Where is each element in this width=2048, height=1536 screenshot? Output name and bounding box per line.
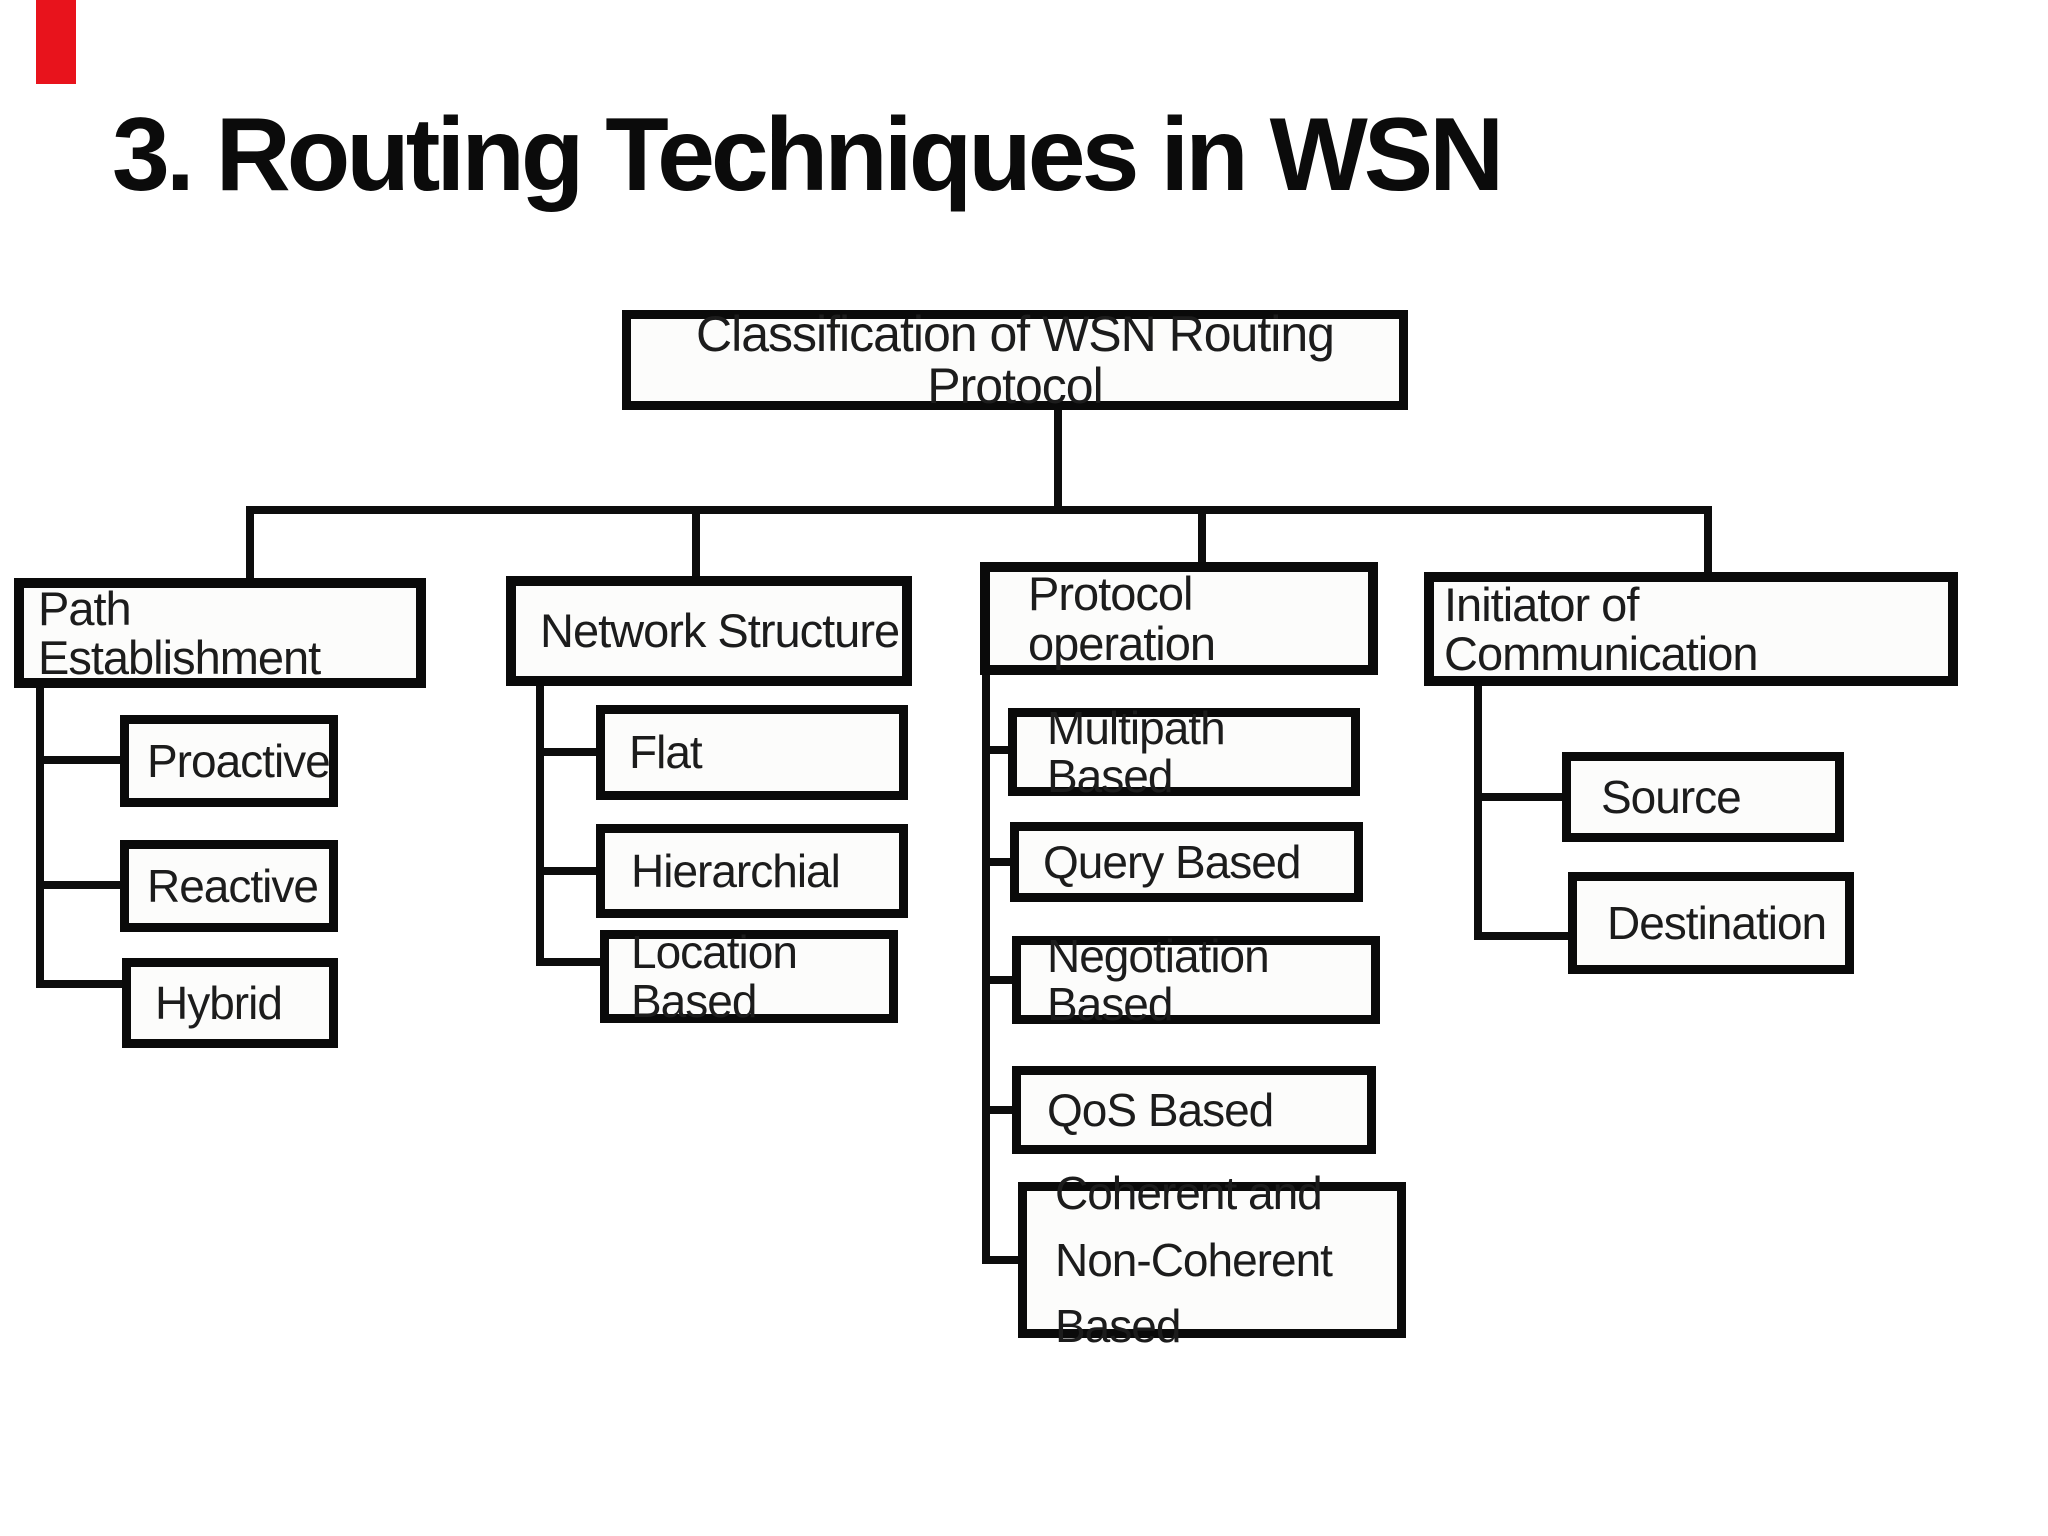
connector-stub-hybrid: [36, 980, 124, 988]
connector-stub-source: [1474, 793, 1570, 801]
connector-spine-protocol-operation: [982, 672, 990, 1264]
child-label: Hybrid: [155, 976, 283, 1029]
connector-trunk: [246, 506, 1712, 514]
child-label: Reactive: [147, 859, 319, 912]
child-destination: Destination: [1568, 872, 1854, 974]
child-label: Coherent and Non-Coherent Based: [1055, 1166, 1333, 1353]
child-qos-based: QoS Based: [1012, 1066, 1376, 1154]
root-box-label: Classification of WSN Routing Protocol: [696, 305, 1335, 414]
connector-stub-hierarchial: [536, 867, 598, 875]
branch-label: Initiator of Communication: [1444, 577, 1759, 680]
slide-title: 3. Routing Techniques in WSN: [112, 97, 1504, 213]
connector-stub-proactive: [36, 756, 122, 764]
branch-protocol-operation: Protocol operation: [980, 562, 1378, 675]
child-label: Proactive: [147, 734, 331, 787]
connector-spine-network-structure: [536, 682, 544, 966]
branch-label: Protocol operation: [1028, 567, 1216, 670]
branch-path-establishment: Path Establishment: [14, 578, 426, 688]
child-source: Source: [1562, 752, 1844, 842]
branch-label: Path Establishment: [38, 581, 321, 684]
child-hierarchial: Hierarchial: [596, 824, 908, 918]
connector-stub-initiator: [1704, 506, 1712, 576]
connector-spine-path-establishment: [36, 684, 44, 988]
child-label: Hierarchial: [631, 844, 841, 897]
child-negotiation-based: Negotiation Based: [1012, 932, 1380, 1028]
child-hybrid: Hybrid: [122, 958, 338, 1048]
child-label: Destination: [1607, 896, 1827, 949]
child-location-based: Location Based: [600, 926, 898, 1027]
branch-label: Network Structure: [540, 604, 900, 658]
child-label: Query Based: [1043, 835, 1301, 888]
child-query-based: Query Based: [1010, 822, 1363, 902]
branch-network-structure: Network Structure: [506, 576, 912, 686]
child-label: Source: [1601, 770, 1742, 823]
connector-stub-location-based: [536, 958, 602, 966]
branch-initiator-of-communication: Initiator of Communication: [1424, 572, 1958, 686]
child-reactive: Reactive: [120, 840, 338, 932]
connector-stub-path-establishment: [246, 506, 254, 582]
child-label: Negotiation Based: [1047, 929, 1270, 1030]
child-label: Location Based: [631, 926, 798, 1027]
connector-stub-reactive: [36, 881, 122, 889]
connector-stub-network-structure: [692, 506, 700, 580]
child-label: QoS Based: [1047, 1083, 1274, 1136]
child-label: Multipath Based: [1047, 701, 1226, 802]
connector-stub-flat: [536, 748, 598, 756]
child-coherent-based: Coherent and Non-Coherent Based: [1018, 1167, 1406, 1352]
connector-stub-protocol-operation: [1198, 506, 1206, 568]
child-multipath-based: Multipath Based: [1008, 704, 1360, 800]
red-accent-bar: [36, 0, 76, 84]
connector-stub-destination: [1474, 932, 1574, 940]
connector-root-drop: [1054, 405, 1062, 512]
connector-spine-initiator: [1474, 686, 1482, 940]
child-proactive: Proactive: [120, 715, 338, 807]
child-label: Flat: [629, 726, 703, 779]
child-flat: Flat: [596, 705, 908, 800]
root-box: Classification of WSN Routing Protocol: [622, 305, 1408, 414]
